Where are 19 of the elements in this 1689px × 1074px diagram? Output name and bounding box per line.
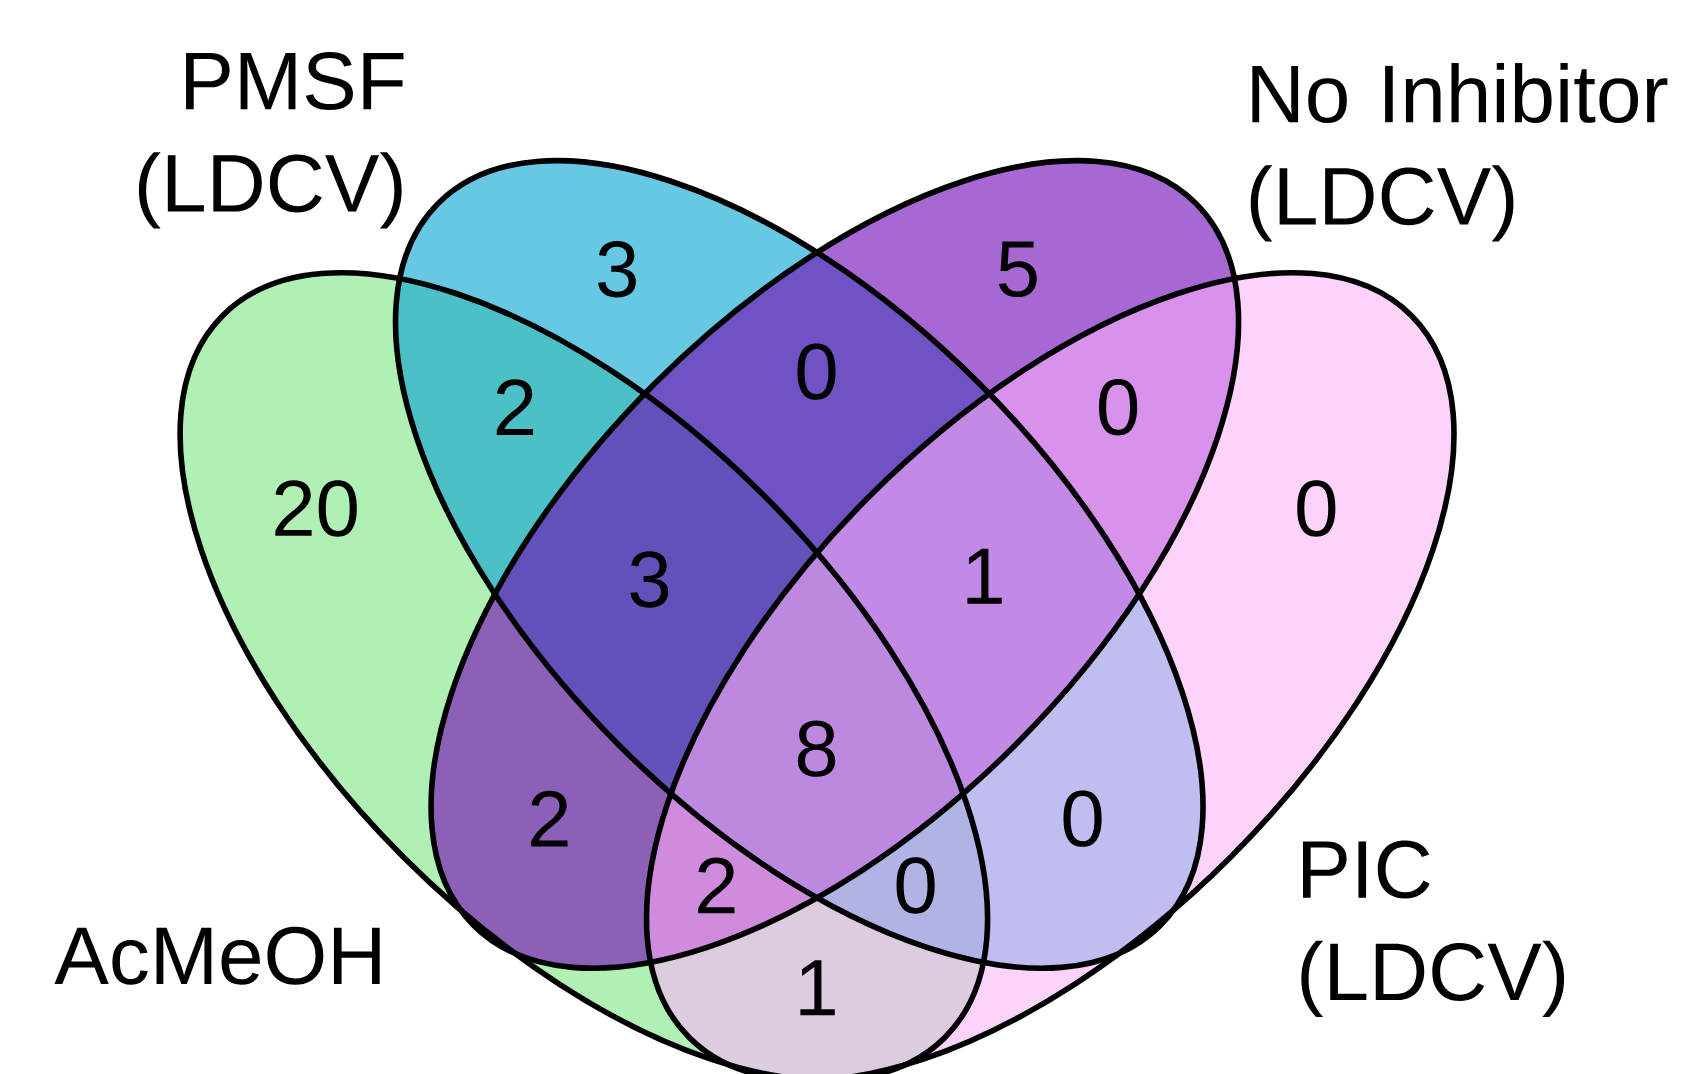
set-label: PIC (LDCV) xyxy=(1301,840,1565,1018)
set-label: AcMeOH xyxy=(54,926,380,985)
region-count: 20 xyxy=(275,480,357,537)
region-count: 3 xyxy=(598,241,636,298)
set-label: PMSF (LDCV) xyxy=(138,52,404,229)
region-count: 0 xyxy=(896,857,935,914)
region-count: 0 xyxy=(1297,480,1336,537)
region-count: 8 xyxy=(797,720,836,777)
region-count: 2 xyxy=(698,857,735,914)
region-count: 3 xyxy=(630,551,669,608)
region-count: 1 xyxy=(967,548,1002,604)
region-count: 0 xyxy=(1063,790,1102,847)
region-count: 0 xyxy=(1099,379,1138,436)
region-count: 2 xyxy=(496,379,534,436)
region-count: 1 xyxy=(800,960,835,1016)
region-count: 5 xyxy=(998,241,1037,298)
set-label: No Inhibitor (LDCV) xyxy=(1250,62,1668,242)
region-count: 2 xyxy=(531,790,568,847)
region-count: 0 xyxy=(797,343,836,400)
